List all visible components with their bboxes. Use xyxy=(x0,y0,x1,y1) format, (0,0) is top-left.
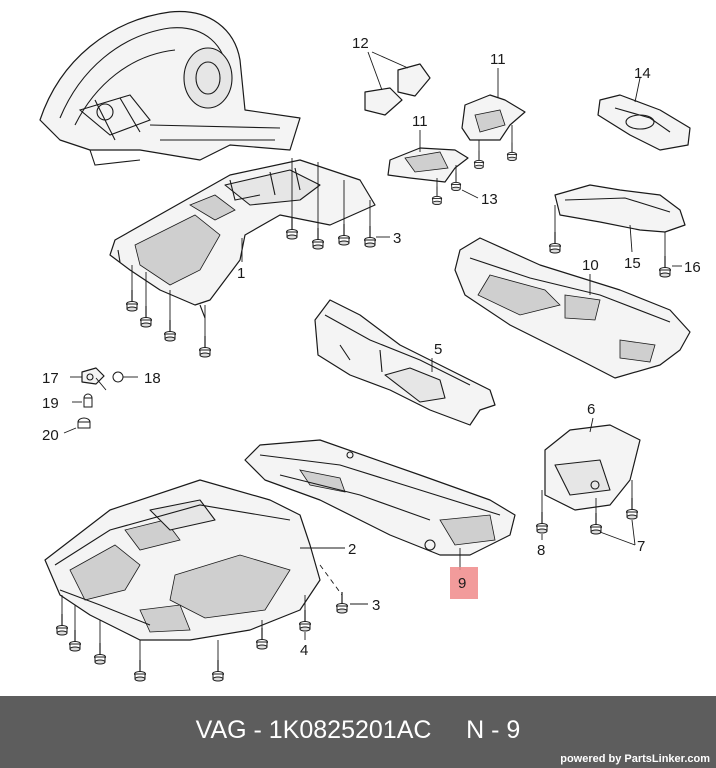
callout-10: 10 xyxy=(582,257,599,274)
callout-5: 5 xyxy=(434,341,442,358)
callout-19: 19 xyxy=(42,395,59,412)
callout-11-left: 11 xyxy=(412,113,428,130)
part-number-caption: VAG - 1K0825201AC N - 9 xyxy=(195,716,521,744)
callout-12: 12 xyxy=(352,35,369,52)
callout-1: 1 xyxy=(237,265,245,282)
callout-2: 2 xyxy=(348,541,356,558)
callout-18: 18 xyxy=(144,370,161,387)
highlight-marker xyxy=(450,567,478,599)
callout-4: 4 xyxy=(300,642,308,659)
callout-16: 16 xyxy=(684,259,701,276)
part-14-cover: 14 xyxy=(597,65,691,151)
callout-13: 13 xyxy=(481,191,498,208)
part-2-engine-shield: 2 xyxy=(44,479,356,641)
hardware-17-20: 17 18 19 20 xyxy=(42,367,161,444)
part-11-brackets: 11 11 13 xyxy=(387,51,526,208)
callout-8: 8 xyxy=(537,542,545,559)
callout-7: 7 xyxy=(637,538,645,555)
part-12-pads: 12 xyxy=(352,35,431,116)
callout-11-right: 11 xyxy=(490,51,506,68)
callout-20: 20 xyxy=(42,427,59,444)
part-6-side-cover: 6 8 7 xyxy=(535,401,645,559)
part-1-bolts xyxy=(125,158,377,358)
part-5-tunnel-shield: 5 xyxy=(314,299,496,426)
callout-14: 14 xyxy=(634,65,651,82)
callout-9: 9 xyxy=(458,575,466,592)
part-1-front-shield xyxy=(109,159,376,319)
callout-3-bottom: 3 xyxy=(372,597,380,614)
vehicle-underbody-illustration xyxy=(39,10,301,166)
part-10-underbody-panel: 10 xyxy=(454,237,691,379)
part-15-heat-shield: 15 16 xyxy=(548,184,701,278)
callout-15: 15 xyxy=(624,255,641,272)
footer-bar: VAG - 1K0825201AC N - 9 powered by Parts… xyxy=(0,696,716,768)
callout-17: 17 xyxy=(42,370,59,387)
callout-3-top: 3 xyxy=(393,230,401,247)
part-2-bolts: 3 4 xyxy=(55,592,380,682)
parts-diagram: 1 3 12 11 11 13 14 xyxy=(39,10,701,682)
callout-6: 6 xyxy=(587,401,595,418)
powered-by-link[interactable]: powered by PartsLinker.com xyxy=(560,753,710,765)
part-9-center-shield xyxy=(244,439,516,570)
